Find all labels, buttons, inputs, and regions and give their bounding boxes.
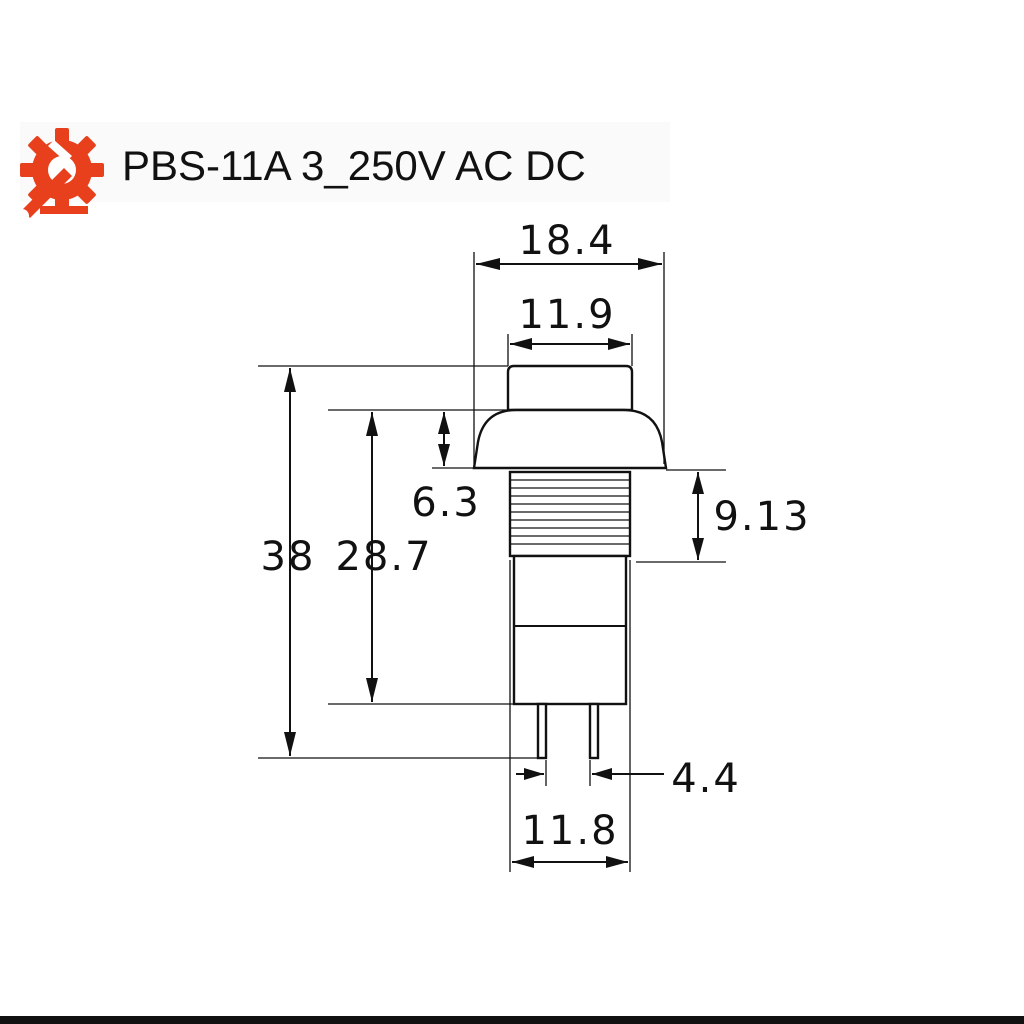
gear-wrench-icon xyxy=(15,128,104,223)
dim-total-height: 38 xyxy=(261,368,316,756)
dim-flange-height: 6.3 xyxy=(411,412,481,526)
dim-body-width: 11.8 xyxy=(509,560,631,872)
dim-label-flange-height: 6.3 xyxy=(411,480,481,526)
title-banner xyxy=(20,122,670,202)
dim-label-pin-spacing: 4.4 xyxy=(671,756,741,802)
dim-label-thread-length: 9.13 xyxy=(713,494,810,540)
switch-housing xyxy=(512,554,628,706)
threaded-bushing xyxy=(508,470,632,558)
dim-overall-width: 18.4 xyxy=(473,218,665,464)
thread-lines xyxy=(510,479,630,545)
dim-thread-length: 9.13 xyxy=(636,469,810,563)
dim-label-cap-width: 11.9 xyxy=(518,292,615,338)
terminal-pin-left xyxy=(536,702,548,760)
dim-label-body-width: 11.8 xyxy=(521,808,618,854)
switch-outline xyxy=(472,364,668,760)
button-cap xyxy=(506,364,634,412)
dim-label-overall-width: 18.4 xyxy=(518,218,615,264)
dim-body-height: 28.7 xyxy=(335,412,432,702)
dim-label-total-height: 38 xyxy=(261,534,316,580)
dim-pin-spacing: 4.4 xyxy=(516,756,741,802)
button-flange xyxy=(472,408,668,470)
bottom-border xyxy=(0,1016,1024,1024)
page-title: PBS-11A 3_250V AC DC xyxy=(122,142,586,189)
dim-label-body-height: 28.7 xyxy=(335,534,432,580)
terminal-pin-right xyxy=(588,702,600,760)
dim-cap-width: 11.9 xyxy=(507,292,633,366)
